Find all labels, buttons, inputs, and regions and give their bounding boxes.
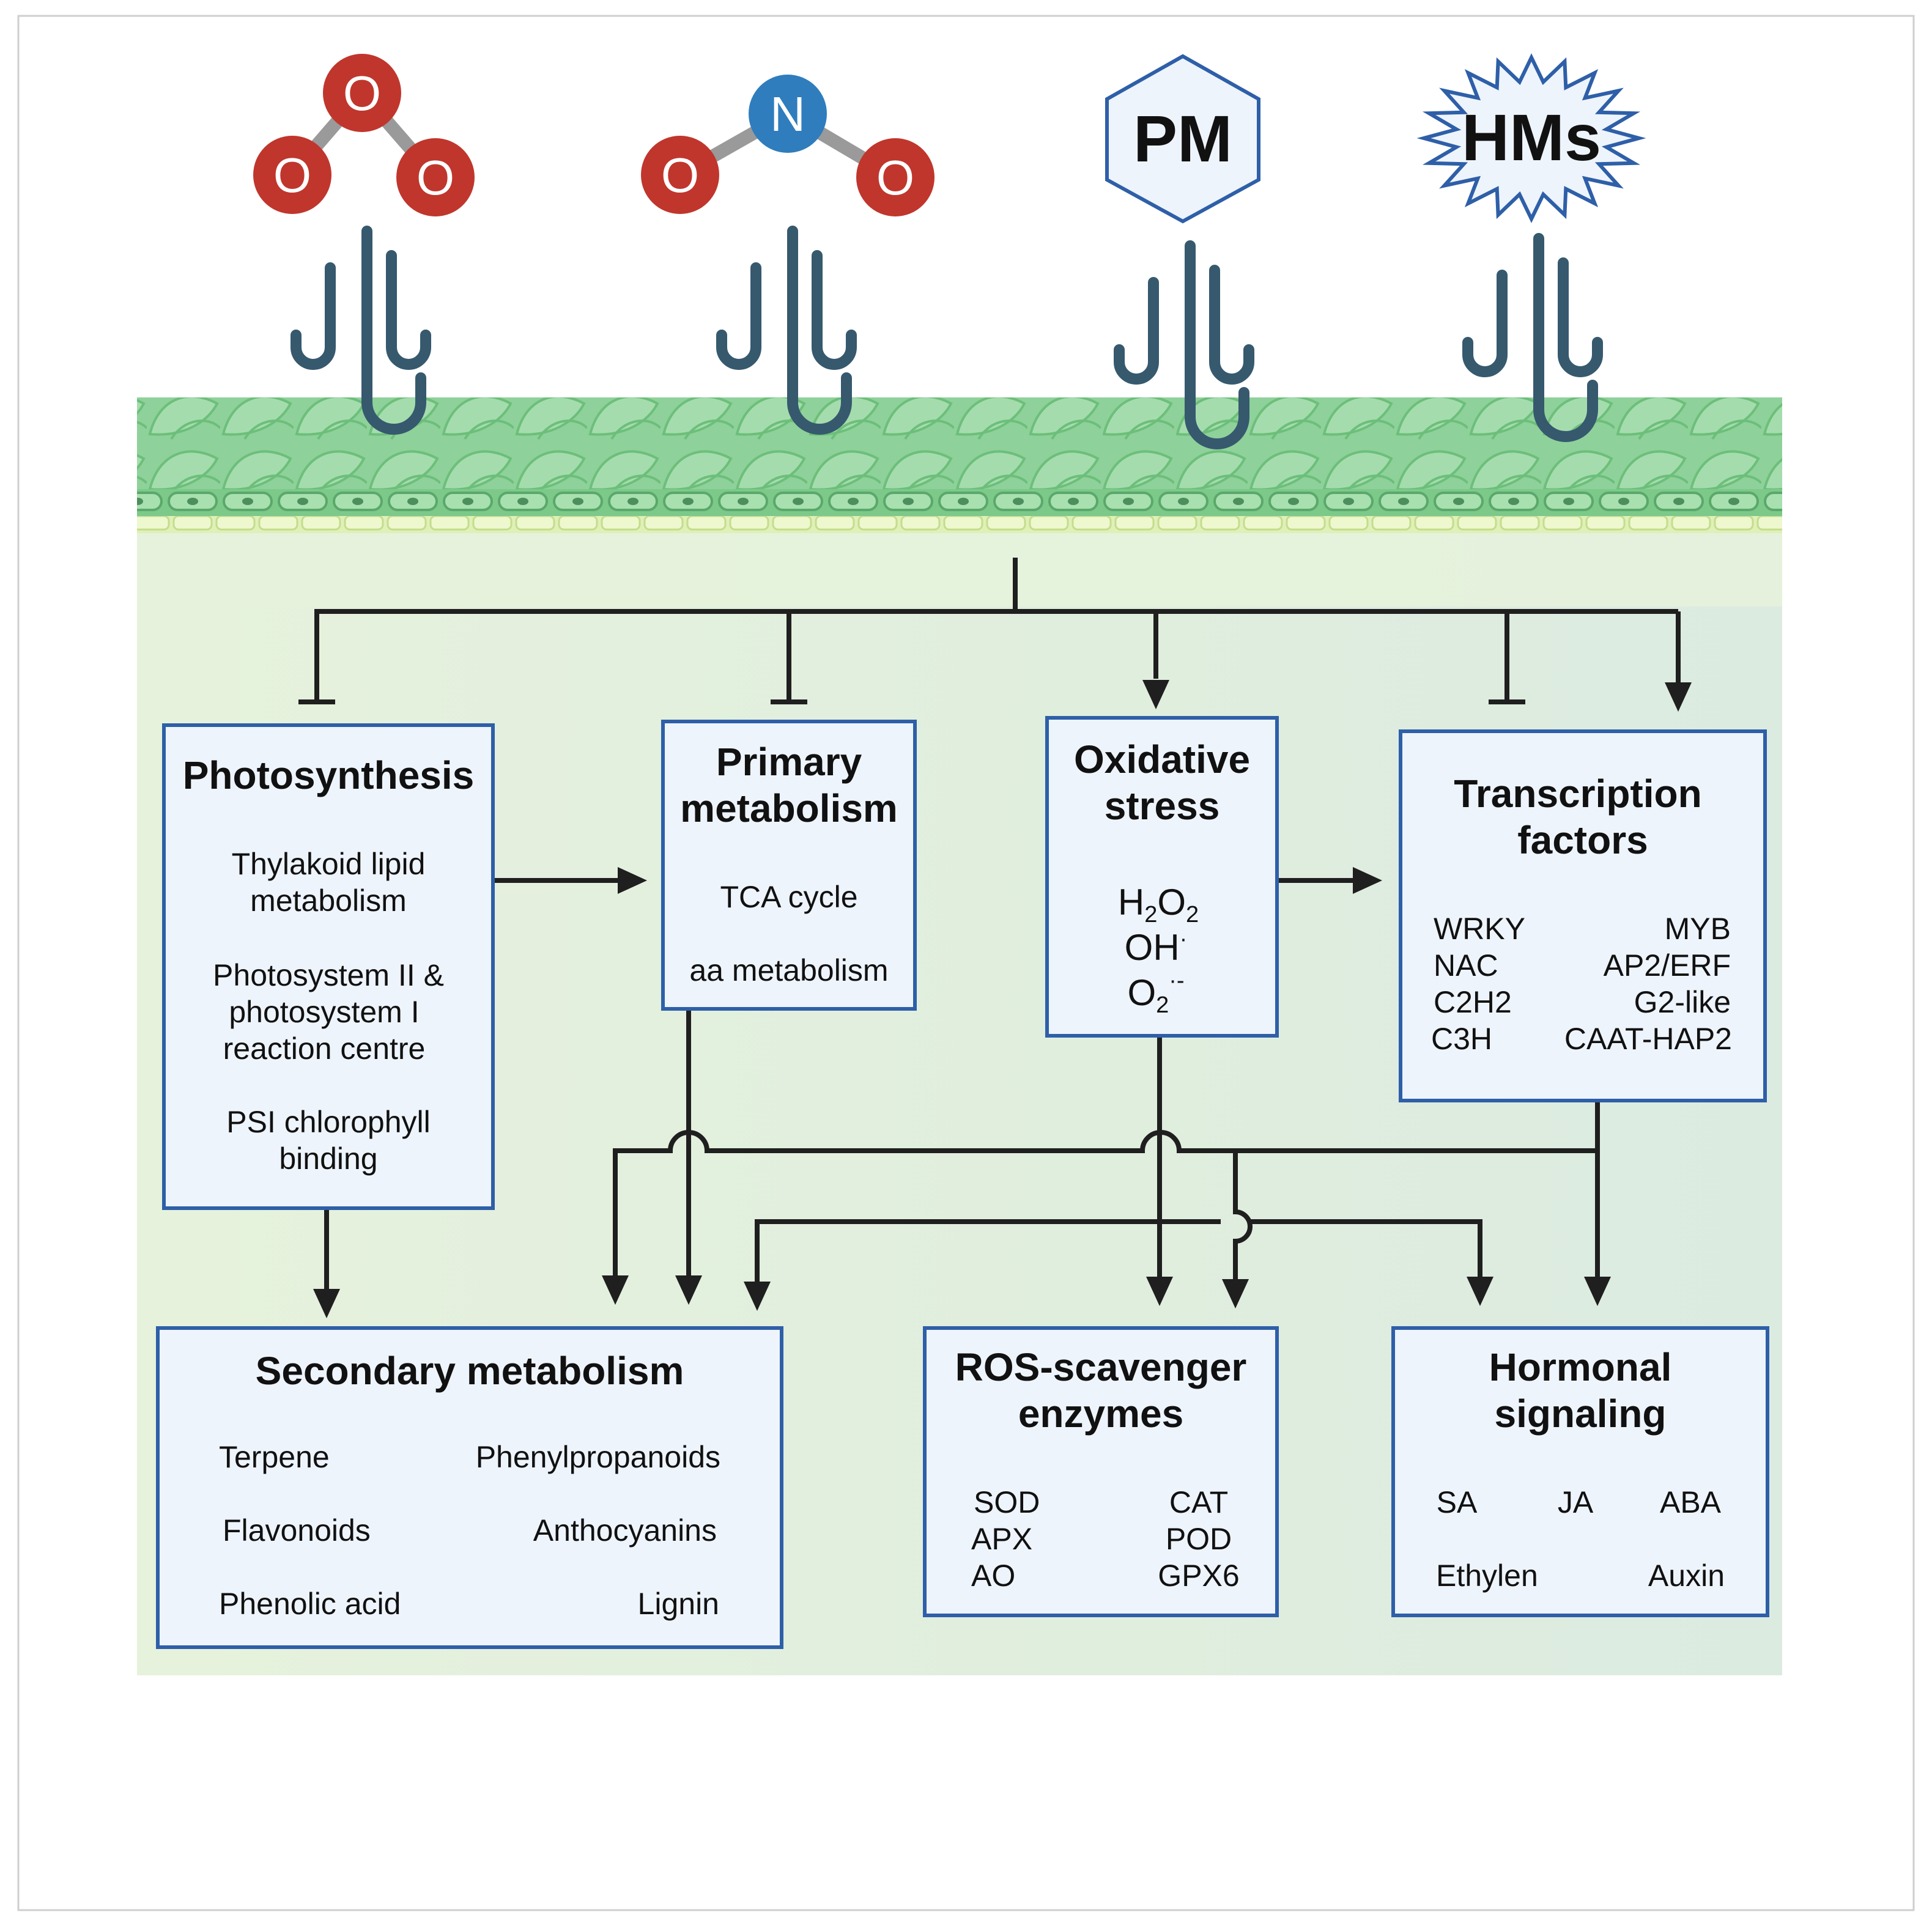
ozone-atom-right: O (416, 150, 454, 205)
leaf-epidermis (137, 397, 1782, 607)
secondary-metabolism-item: Phenylpropanoids (476, 1440, 720, 1474)
h2o2-formula: H2O2 (1118, 882, 1199, 928)
primary-metabolism-title: metabolism (680, 786, 898, 830)
stomata-hook-icon (1558, 257, 1603, 377)
stomata-hooks (291, 226, 1603, 449)
stomata-hook-icon (1533, 233, 1598, 442)
stomata-hook-icon (1185, 240, 1249, 449)
stomata-hook-icon (716, 262, 761, 370)
hormone-item: SA (1437, 1485, 1478, 1519)
stomata-hook-icon (386, 250, 431, 370)
hms-label: HMs (1462, 100, 1601, 174)
tf-item: C3H (1431, 1022, 1492, 1056)
hormone-item: Auxin (1648, 1559, 1725, 1593)
secondary-metabolism-item: Flavonoids (223, 1513, 371, 1548)
photosynthesis-box: Photosynthesis Thylakoid lipid metabolis… (162, 723, 495, 1210)
stomata-hook-icon (291, 262, 336, 370)
connectors (298, 558, 1692, 1318)
oxidative-stress-box: Oxidative stress H2O2 OH· O2·- (1045, 716, 1279, 1038)
nitrogen-dioxide-molecule-icon: O N O (641, 75, 935, 216)
photosynthesis-item: reaction centre (223, 1031, 426, 1066)
secondary-metabolism-item: Anthocyanins (533, 1513, 717, 1548)
ros-scavenger-enzymes-box: ROS-scavenger enzymes SOD APX AO CAT POD… (923, 1326, 1279, 1617)
photosynthesis-item: photosystem I (229, 995, 419, 1029)
ozone-atom-top: O (343, 66, 381, 120)
photosynthesis-item: Photosystem II & (213, 958, 444, 992)
primary-metabolism-box: Primary metabolism TCA cycle aa metaboli… (661, 720, 917, 1011)
ros-scavenger-title: enzymes (1018, 1392, 1183, 1436)
photosynthesis-item: binding (279, 1142, 377, 1176)
tf-item: AP2/ERF (1604, 948, 1731, 983)
stomata-hook-icon (812, 250, 857, 370)
tf-item: WRKY (1434, 912, 1525, 946)
tf-item: CAAT-HAP2 (1564, 1022, 1732, 1056)
stomata-hook-icon (1209, 265, 1254, 385)
stomata-hook-icon (361, 226, 426, 435)
stomata-hook-icon (787, 226, 852, 435)
hormone-item: Ethylen (1436, 1559, 1538, 1593)
tf-item: C2H2 (1434, 985, 1512, 1019)
oxidative-stress-title: stress (1105, 784, 1220, 828)
oxidative-stress-title: Oxidative (1074, 737, 1250, 781)
photosynthesis-item: metabolism (250, 884, 407, 918)
stomata-hook-icon (1462, 270, 1508, 377)
hms-starburst-icon: HMs (1416, 53, 1646, 223)
hormone-item: ABA (1660, 1485, 1722, 1519)
ozone-molecule-icon: O O O (253, 54, 475, 216)
tf-item: MYB (1665, 912, 1731, 946)
photosynthesis-item: PSI chlorophyll (226, 1105, 431, 1139)
ros-enzyme-item: APX (971, 1522, 1032, 1556)
primary-metabolism-title: Primary (716, 740, 862, 784)
secondary-metabolism-title: Secondary metabolism (256, 1349, 684, 1393)
superoxide-formula: O2·- (1127, 968, 1184, 1018)
tf-item: NAC (1434, 948, 1498, 983)
secondary-metabolism-item: Lignin (638, 1587, 719, 1621)
ros-scavenger-title: ROS-scavenger (955, 1345, 1247, 1389)
photosynthesis-item: Thylakoid lipid (232, 847, 426, 881)
hormone-item: JA (1558, 1485, 1594, 1519)
no2-atom-left: O (661, 148, 699, 202)
secondary-metabolism-item: Terpene (219, 1440, 330, 1474)
stomata-hook-icon (1114, 277, 1159, 385)
tf-item: G2-like (1634, 985, 1731, 1019)
hormonal-signaling-box: Hormonal signaling SA JA ABA Ethylen Aux… (1391, 1326, 1769, 1617)
ros-enzyme-item: POD (1166, 1522, 1232, 1556)
pm-label: PM (1133, 101, 1232, 175)
secondary-metabolism-box: Secondary metabolism Terpene Flavonoids … (156, 1326, 783, 1649)
ros-enzyme-item: CAT (1169, 1485, 1228, 1519)
no2-atom-right: O (876, 150, 914, 205)
ros-enzyme-item: GPX6 (1158, 1559, 1239, 1593)
primary-metabolism-item: aa metabolism (689, 953, 888, 987)
primary-metabolism-item: TCA cycle (720, 880, 857, 914)
hormonal-signaling-title: signaling (1495, 1392, 1667, 1436)
ros-enzyme-item: AO (971, 1559, 1015, 1593)
transcription-factors-title: factors (1517, 818, 1648, 862)
ros-enzyme-item: SOD (974, 1485, 1040, 1519)
transcription-factors-box: Transcription factors WRKY NAC C2H2 C3H … (1399, 729, 1767, 1102)
secondary-metabolism-item: Phenolic acid (219, 1587, 401, 1621)
photosynthesis-title: Photosynthesis (183, 753, 475, 797)
ozone-atom-left: O (273, 148, 311, 202)
hydroxyl-radical-formula: OH· (1125, 926, 1188, 968)
hormonal-signaling-title: Hormonal (1489, 1345, 1672, 1389)
no2-atom-center: N (770, 87, 805, 141)
pm-hexagon-icon: PM (1105, 54, 1260, 224)
transcription-factors-title: Transcription (1454, 772, 1701, 816)
